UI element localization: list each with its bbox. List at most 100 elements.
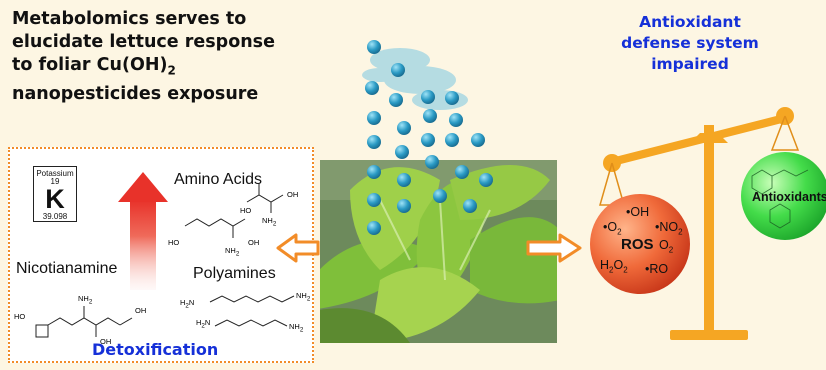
nanoparticle-dot [367, 135, 381, 149]
chem-ho-1: HO [168, 238, 180, 247]
nanoparticle-dot [367, 111, 381, 125]
increase-arrow-icon [118, 172, 168, 290]
ros-no2-sub: 2 [678, 227, 683, 237]
ros-o2: •O2 [603, 220, 622, 237]
ros-o2-text: •O [603, 220, 618, 234]
ros-h2o2-sub: 2 [609, 265, 614, 275]
ros-sphere [590, 194, 690, 294]
title-line-2: elucidate lettuce response [12, 32, 275, 52]
ros-o2-sub: 2 [617, 227, 622, 237]
chem-nh2-3-sub: 2 [306, 295, 311, 303]
nanoparticle-dot [367, 221, 381, 235]
nanoparticle-dot [395, 145, 409, 159]
ros-o2b: O2 [659, 238, 673, 255]
title-subscript: 2 [167, 63, 176, 78]
nanoparticle-dot [367, 165, 381, 179]
balance-scale-icon [599, 107, 800, 340]
nanoparticle-dot [365, 81, 379, 95]
chem-oh-3: OH [100, 337, 112, 346]
antioxidant-heading: Antioxidant defense system impaired [600, 12, 780, 75]
nanoparticle-dot [445, 133, 459, 147]
nanoparticle-dot [389, 93, 403, 107]
potassium-element-tile: Potassium 19 K 39.098 [33, 166, 77, 222]
chem-nh2-2: NH2 [262, 216, 276, 228]
antioxidant-line-3: impaired [651, 55, 729, 73]
nanoparticle-dot [479, 173, 493, 187]
chem-oh-2: OH [287, 190, 299, 199]
nanoparticle-dot [425, 155, 439, 169]
nanoparticle-dot [367, 40, 381, 54]
detoxification-panel [8, 147, 314, 363]
atomic-number: 19 [50, 177, 60, 186]
ros-no2: •NO2 [655, 220, 683, 237]
ros-label: ROS [621, 236, 654, 253]
title-line-1: Metabolomics serves to [12, 9, 247, 29]
chem-nh2-5-text: NH [78, 294, 89, 303]
title-line-4: nanopesticides exposure [12, 83, 259, 104]
chem-ho-3: HO [14, 312, 26, 321]
antioxidant-structure [751, 169, 809, 229]
chem-oh-4: OH [135, 306, 147, 315]
ros-h2o2-sub2: 2 [623, 265, 628, 275]
nanoparticle-dot [421, 90, 435, 104]
nanoparticle-dot [455, 165, 469, 179]
antioxidant-sphere [741, 152, 826, 240]
chem-nh2-1-sub: 2 [235, 250, 240, 258]
nanoparticle-dot [463, 199, 477, 213]
detoxification-label: Detoxification [92, 340, 219, 359]
chem-nh2-5-sub: 2 [88, 298, 93, 306]
nanoparticle-dot [445, 91, 459, 105]
ros-h2o2-text: H [600, 258, 610, 272]
chem-nh2-2-text: NH [262, 216, 273, 225]
element-name: Potassium [36, 169, 74, 178]
nanoparticle-dot [433, 189, 447, 203]
chem-nh2-1-text: NH [225, 246, 236, 255]
left-outline-arrow-icon [276, 233, 320, 263]
amino-acids-label: Amino Acids [174, 171, 263, 188]
chem-nh2-3: NH2 [296, 291, 310, 303]
ros-h2o2: H2O2 [600, 258, 628, 275]
nanoparticle-dot [367, 193, 381, 207]
ros-o2b-text: O [659, 238, 669, 252]
nanoparticle-dot [391, 63, 405, 77]
chem-oh-1: OH [248, 238, 260, 247]
ros-o2b-sub: 2 [668, 245, 674, 255]
spray-mist [362, 48, 468, 110]
antioxidant-line-2: defense system [621, 34, 759, 52]
chem-nh2-4-text: NH [289, 322, 300, 331]
nanoparticle-dot [449, 113, 463, 127]
chem-nh2-4: NH2 [289, 322, 303, 334]
title-line-3: to foliar Cu(OH)2 [12, 54, 342, 83]
atomic-weight: 39.098 [42, 212, 68, 221]
nanoparticle-dot [421, 133, 435, 147]
chem-nh2-3-text: NH [296, 291, 307, 300]
ros-oh: •OH [626, 205, 650, 219]
nanoparticle-dot [471, 133, 485, 147]
chem-h2n-1: H2N [180, 298, 195, 310]
nanoparticle-dot [397, 121, 411, 135]
element-symbol: K [45, 184, 65, 214]
chem-nh2-5: NH2 [78, 294, 92, 306]
nanoparticle-dot [397, 199, 411, 213]
antioxidants-label: Antioxidants [752, 190, 826, 204]
nanoparticle-dot [397, 173, 411, 187]
right-outline-arrow-icon [526, 233, 582, 263]
ros-ro: •RO [645, 262, 669, 276]
chem-ho-2: HO [240, 206, 252, 215]
antioxidant-line-1: Antioxidant [639, 13, 741, 31]
figure-title: Metabolomics serves to elucidate lettuce… [12, 8, 342, 106]
chem-nh2-1: NH2 [225, 246, 239, 258]
nicotianamine-label: Nicotianamine [16, 260, 118, 277]
title-line-3-text: to foliar Cu(OH) [12, 55, 168, 75]
chem-h2n-2: H2N [196, 318, 211, 330]
chem-nh2-2-sub: 2 [272, 220, 277, 228]
ros-no2-text: •NO [655, 220, 679, 234]
polyamine-structures [209, 295, 295, 327]
chem-nh2-4-sub: 2 [299, 326, 304, 334]
nanoparticle-dot [423, 109, 437, 123]
nicotianamine-structure [35, 306, 133, 338]
polyamines-label: Polyamines [193, 265, 276, 282]
